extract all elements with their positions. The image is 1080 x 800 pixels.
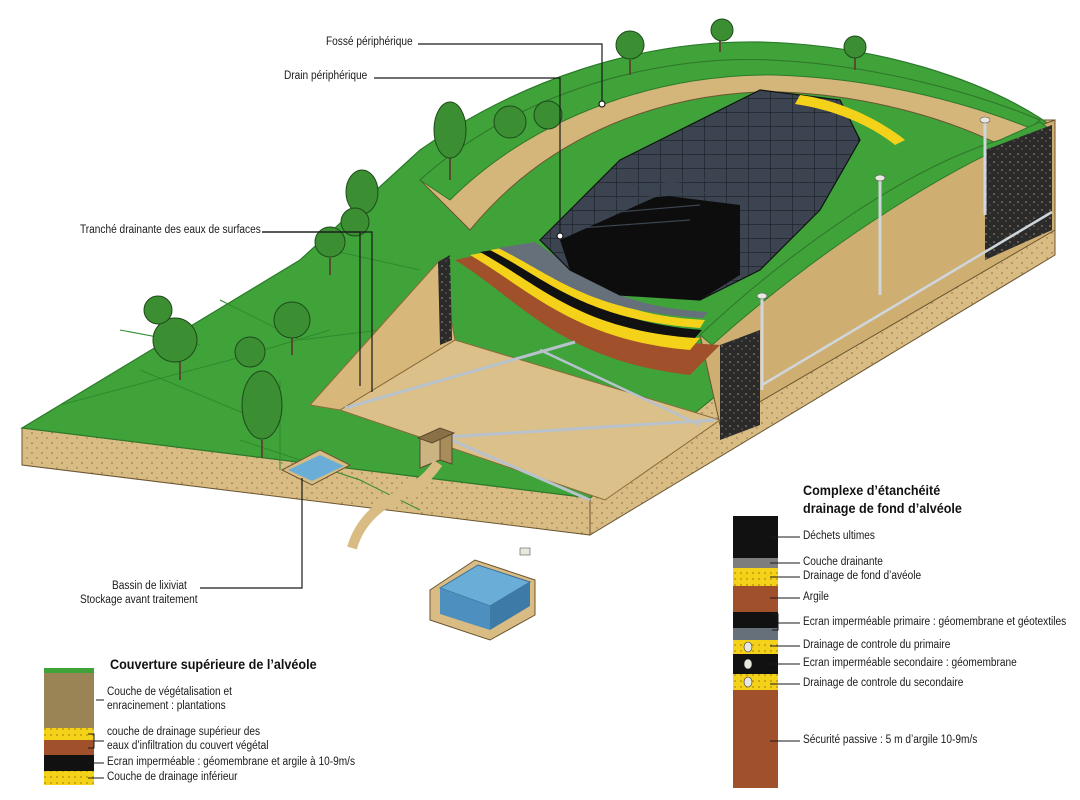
waste-steps bbox=[579, 177, 726, 229]
liner-legend-column bbox=[733, 516, 800, 788]
cover-legend-item: Couche de végétalisation et bbox=[107, 686, 232, 698]
tree-icon bbox=[152, 317, 198, 380]
tree-icon bbox=[843, 35, 867, 70]
tree-icon bbox=[493, 105, 527, 139]
label-fosse-peripherique: Fossé périphérique bbox=[326, 36, 413, 48]
liner-legend-title-2: drainage de fond d’alvéole bbox=[803, 500, 962, 516]
liner-legend-item: Sécurité passive : 5 m d’argile 10-9m/s bbox=[803, 734, 978, 746]
floor-drain-pipe bbox=[429, 418, 716, 440]
tree-icon bbox=[533, 100, 563, 130]
right-gravel-wall bbox=[985, 125, 1052, 260]
tranchee-leader-2 bbox=[262, 231, 361, 386]
liner-legend-item: Couche drainante bbox=[803, 556, 883, 568]
tree-icon bbox=[143, 295, 173, 325]
col-primary-control-drain bbox=[733, 640, 778, 654]
label-drain-peripherique: Drain périphérique bbox=[284, 70, 368, 82]
tree-icon bbox=[273, 301, 311, 355]
cover-legend-item: eaux d’infiltration du couvert végétal bbox=[107, 740, 269, 752]
col-secondary-control-drain bbox=[733, 674, 778, 690]
pole-cap bbox=[874, 174, 886, 182]
floor-drain-pipe bbox=[539, 348, 701, 427]
liner-grey bbox=[498, 242, 708, 318]
leachate-storage-basin bbox=[429, 547, 536, 641]
tree-icon bbox=[241, 370, 283, 458]
tree-icon bbox=[340, 207, 370, 237]
cover-legend-item: Couche de drainage inférieur bbox=[107, 771, 238, 783]
cell-section bbox=[309, 89, 905, 502]
col-passive-clay bbox=[733, 690, 778, 788]
floor-drain-pipe bbox=[439, 433, 591, 502]
swatch-upper-drain bbox=[44, 728, 94, 740]
tree-icon bbox=[433, 101, 467, 180]
label-tranchee-drainante: Tranché drainante des eaux de surfaces bbox=[80, 224, 261, 236]
floor-drain-pipe bbox=[344, 340, 576, 410]
fosse-leader bbox=[418, 43, 603, 104]
drain-pipe bbox=[761, 210, 1053, 387]
cover-layer-yellow bbox=[795, 95, 905, 145]
swatch-grass bbox=[44, 668, 94, 673]
col-drainage-layer bbox=[733, 558, 778, 568]
trees bbox=[143, 18, 867, 458]
drain-leader bbox=[374, 77, 561, 236]
liner-legend-title-1: Complexe d’étanchéité bbox=[803, 482, 941, 498]
cover-legend-item: Ecran imperméable : géomembrane et argil… bbox=[107, 756, 356, 768]
cover-legend-item: couche de drainage supérieur des bbox=[107, 726, 261, 738]
liner-legend-item: Drainage de controle du primaire bbox=[803, 639, 951, 651]
col-primary-membrane bbox=[733, 612, 778, 628]
label-stockage: Stockage avant traitement bbox=[80, 594, 198, 606]
cover-mound bbox=[419, 59, 1056, 440]
liner-legend-item: Ecran imperméable primaire : géomembrane… bbox=[803, 616, 1067, 628]
cell-left-wall bbox=[309, 258, 456, 411]
col-geotextile bbox=[733, 628, 778, 640]
liner-legend-item: Drainage de controle du secondaire bbox=[803, 677, 964, 689]
access-path bbox=[347, 460, 443, 550]
liner-legend-item: Drainage de fond d’avéole bbox=[803, 570, 922, 582]
pole-cap bbox=[979, 116, 991, 124]
tree-icon bbox=[234, 336, 266, 368]
liner-legend-item: Ecran imperméable secondaire : géomembra… bbox=[803, 657, 1017, 669]
callout-lines bbox=[200, 43, 606, 589]
waste-front-steps bbox=[560, 195, 740, 300]
swatch-membrane bbox=[44, 755, 94, 771]
liner-legend-item: Déchets ultimes bbox=[803, 530, 875, 542]
cover-legend-item: enracinement : plantations bbox=[107, 700, 226, 712]
cell-left-gravel bbox=[438, 255, 452, 345]
tree-icon bbox=[314, 226, 346, 275]
label-bassin-lixiviat: Bassin de lixiviat bbox=[112, 580, 187, 592]
tree-icon bbox=[710, 18, 734, 52]
bassin-leader bbox=[200, 478, 303, 589]
tree-icon bbox=[345, 169, 379, 215]
cover-legend-swatches bbox=[44, 668, 104, 785]
liner-legend-item: Argile bbox=[803, 591, 829, 603]
swatch-vegetation-soil bbox=[44, 673, 94, 728]
pump-hut bbox=[416, 427, 456, 469]
cover-legend-title: Couverture supérieure de l’alvéole bbox=[110, 656, 317, 672]
pole-cap bbox=[756, 292, 768, 300]
swatch-clay bbox=[44, 740, 94, 755]
col-clay bbox=[733, 586, 778, 612]
swatch-lower-drain bbox=[44, 771, 94, 785]
col-secondary-membrane bbox=[733, 654, 778, 674]
col-bottom-drain bbox=[733, 568, 778, 586]
tree-icon bbox=[615, 30, 645, 75]
right-gravel-wall-lower bbox=[720, 330, 760, 440]
